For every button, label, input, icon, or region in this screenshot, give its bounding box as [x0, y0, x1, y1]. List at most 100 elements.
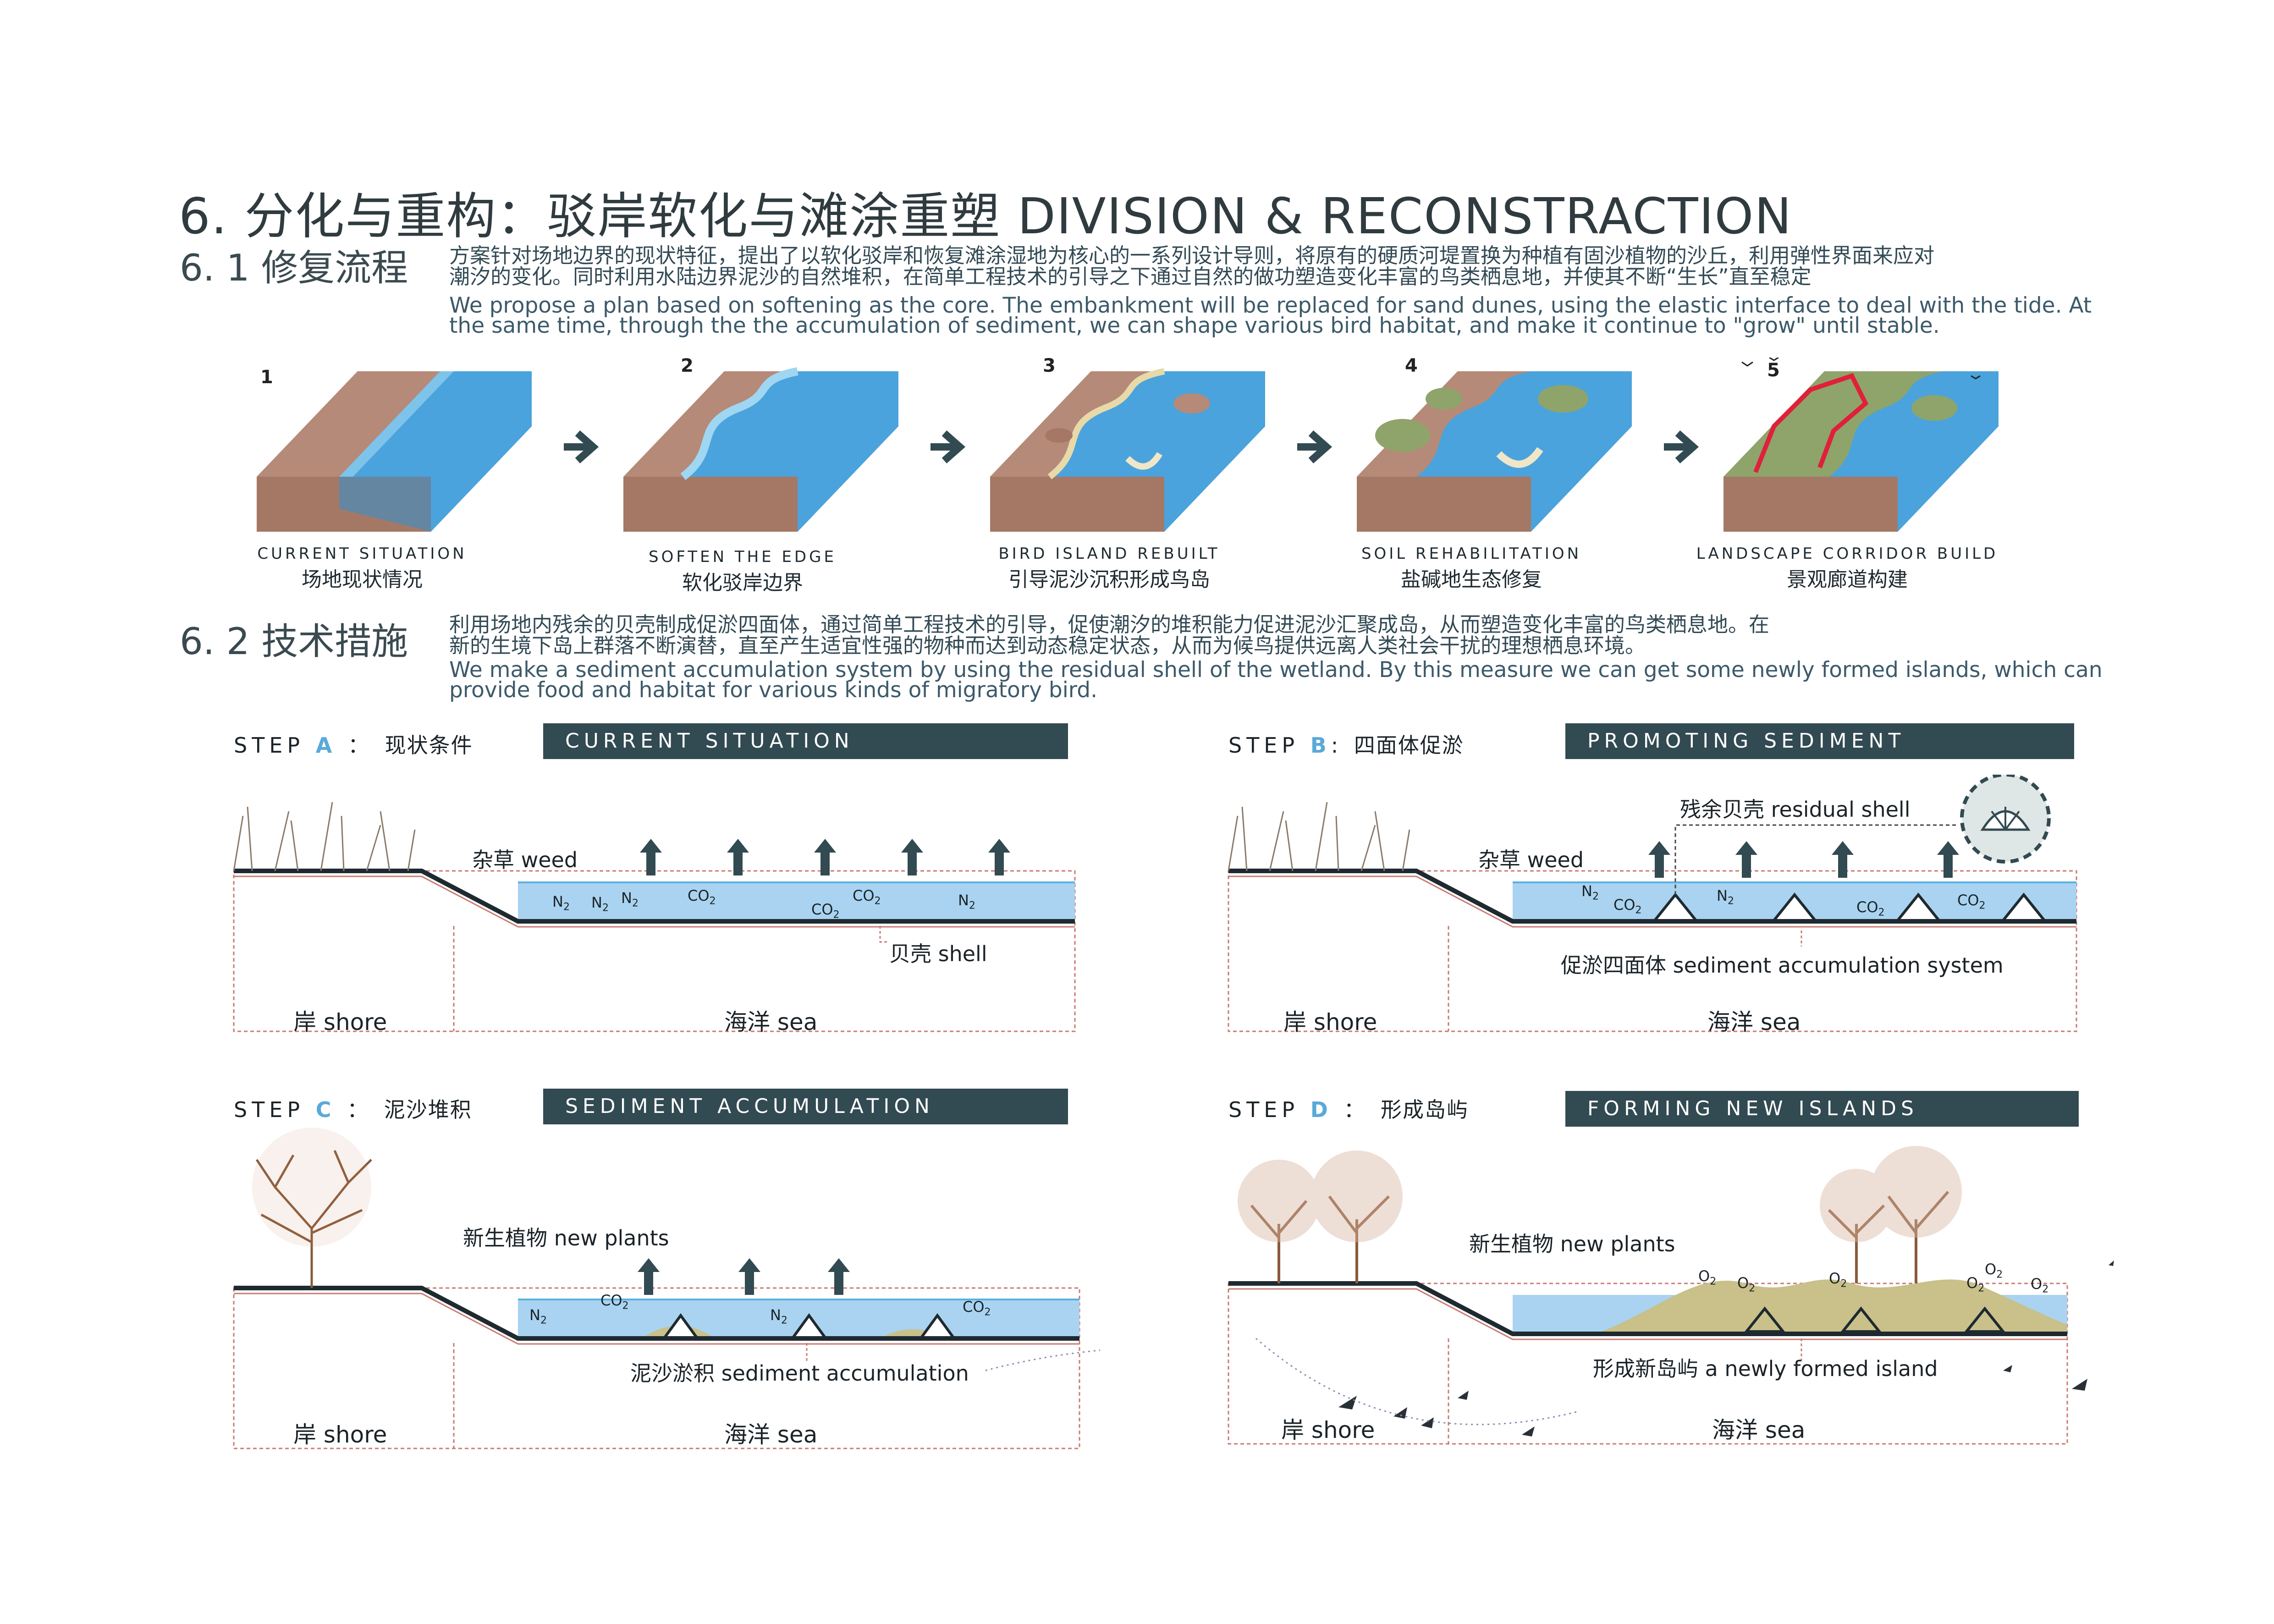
process-step-2-number: 2 — [681, 355, 694, 376]
process-caption-2: SOFTEN THE EDGE 软化驳岸边界 — [610, 548, 875, 595]
panel-c-n2-2: N2 — [770, 1306, 787, 1327]
section-2-en-line-2: provide food and habitat for various kin… — [449, 677, 1098, 703]
section-1-en-line-2: the same time, through the the accumulat… — [449, 313, 1940, 338]
panel-a-step-label: STEP A ： 现状条件 — [234, 729, 473, 759]
panel-a-co2-2: CO2 — [811, 901, 840, 921]
panel-d-o2-5: O2 — [1985, 1261, 2003, 1281]
panel-a-co2-3: CO2 — [853, 887, 881, 907]
panel-b-step-label: STEP B: 四面体促淤 — [1228, 729, 1464, 759]
panel-d-step-letter: D — [1310, 1097, 1332, 1122]
panel-b-diagram — [1228, 775, 2077, 1032]
panel-a-banner: CURRENT SITUATION — [543, 723, 1068, 759]
panel-b-banner: PROMOTING SEDIMENT — [1565, 723, 2074, 759]
panel-a-step-word: STEP — [234, 733, 305, 758]
process-step-3-number: 3 — [1043, 355, 1056, 376]
process-caption-3: BIRD ISLAND REBUILT 引导泥沙沉积形成鸟岛 — [967, 545, 1251, 592]
section-2-paragraph-en: We make a sediment accumulation system b… — [449, 657, 2118, 703]
panel-c-step-letter: C — [315, 1097, 336, 1122]
process-caption-5: LANDSCAPE CORRIDOR BUILD 景观廊道构建 — [1673, 545, 2021, 592]
panel-a-diagram — [233, 802, 1076, 1032]
panel-b-n2-1: N2 — [1581, 882, 1599, 903]
process-block-4 — [1357, 371, 1632, 532]
process-caption-4: SOIL REHABILITATION 盐碱地生态修复 — [1329, 545, 1613, 592]
panel-c-diagram — [233, 1128, 1100, 1449]
panel-b-cn: 四面体促淤 — [1354, 733, 1464, 758]
section-1-title: 6. 1 修复流程 — [180, 247, 408, 289]
panel-a-n2-1: N2 — [552, 893, 570, 913]
panel-c-colon: ： — [347, 1097, 373, 1122]
panel-a-shell-label: 贝壳 shell — [889, 941, 987, 966]
panel-d-step-word: STEP — [1228, 1097, 1299, 1122]
process-caption-4-en: SOIL REHABILITATION — [1361, 545, 1582, 563]
panel-d-o2-2: O2 — [1737, 1274, 1756, 1294]
section-1-en-line-1: We propose a plan based on softening as … — [449, 293, 2092, 318]
panel-a-co2-1: CO2 — [688, 887, 716, 907]
panel-b-colon: : — [1331, 733, 1343, 758]
section-1-paragraph-cn: 方案针对场地边界的现状特征，提出了以软化驳岸和恢复滩涂湿地为核心的一系列设计导则… — [449, 245, 2118, 287]
section-1-cn-line-2: 潮汐的变化。同时利用水陆边界泥沙的自然堆积，在简单工程技术的引导之下通过自然的做… — [449, 264, 1811, 289]
panel-d-o2-3: O2 — [1829, 1270, 1847, 1290]
panel-a-n2-2: N2 — [591, 894, 609, 914]
section-1-cn-line-1: 方案针对场地边界的现状特征，提出了以软化驳岸和恢复滩涂湿地为核心的一系列设计导则… — [449, 243, 1935, 268]
panel-b-step-word: STEP — [1228, 733, 1299, 758]
panel-d-o2-4: O2 — [1966, 1274, 1985, 1294]
process-caption-3-en: BIRD ISLAND REBUILT — [998, 545, 1220, 563]
panel-d-sea-label: 海洋 sea — [1712, 1417, 1806, 1443]
process-caption-3-cn: 引导泥沙沉积形成鸟岛 — [1008, 568, 1210, 591]
page-title: 6. 分化与重构：驳岸软化与滩涂重塑 DIVISION & RECONSTRAC… — [179, 188, 1793, 245]
process-diagram — [257, 358, 1999, 532]
panel-b-residual-shell-label: 残余贝壳 residual shell — [1680, 797, 1911, 822]
panel-c-tree — [255, 1150, 372, 1288]
process-block-5 — [1723, 358, 1999, 532]
panel-c-shore-label: 岸 shore — [293, 1421, 387, 1448]
panel-c-sediment-label: 泥沙淤积 sediment accumulation — [630, 1361, 969, 1386]
panel-a-n2-4: N2 — [958, 892, 975, 912]
section-2-cn-line-1: 利用场地内残余的贝壳制成促淤四面体，通过简单工程技术的引导，促使潮汐的堆积能力促… — [449, 612, 1770, 637]
panel-c-new-plants-label: 新生植物 new plants — [463, 1226, 669, 1250]
panel-c-step-word: STEP — [234, 1097, 305, 1122]
panel-b-shore-label: 岸 shore — [1283, 1009, 1377, 1035]
panel-b-system-label: 促淤四面体 sediment accumulation system — [1561, 953, 2004, 978]
panel-a-colon: ： — [347, 733, 374, 758]
process-block-2 — [623, 367, 898, 532]
panel-d-diagram — [1228, 1146, 2114, 1445]
section-2-title: 6. 2 技术措施 — [180, 620, 408, 663]
section-2-cn-line-2: 新的生境下岛上群落不断演替，直至产生适宜性强的物种而达到动态稳定状态，从而为候鸟… — [449, 633, 1646, 658]
section-2-paragraph-cn: 利用场地内残余的贝壳制成促淤四面体，通过简单工程技术的引导，促使潮汐的堆积能力促… — [449, 614, 2118, 656]
panel-c-sea-label: 海洋 sea — [724, 1421, 818, 1448]
panel-c-n2-1: N2 — [529, 1306, 547, 1327]
process-caption-2-cn: 软化驳岸边界 — [682, 571, 803, 595]
panel-c-co2-1: CO2 — [600, 1292, 629, 1312]
panel-b-co2-3: CO2 — [1957, 892, 1986, 912]
process-caption-2-en: SOFTEN THE EDGE — [649, 548, 837, 566]
panel-d-banner: FORMING NEW ISLANDS — [1565, 1091, 2079, 1127]
panel-a-step-letter: A — [315, 733, 337, 758]
panel-a-n2-3: N2 — [621, 889, 639, 909]
panel-c-co2-2: CO2 — [963, 1298, 991, 1318]
panel-d-o2-1: O2 — [1698, 1267, 1717, 1288]
panel-c-banner: SEDIMENT ACCUMULATION — [543, 1089, 1068, 1124]
panel-b-sea-label: 海洋 sea — [1707, 1009, 1801, 1035]
process-step-4-number: 4 — [1405, 355, 1418, 376]
panel-b-weed-label: 杂草 weed — [1478, 848, 1584, 872]
panel-d-cn: 形成岛屿 — [1381, 1097, 1469, 1122]
process-caption-4-cn: 盐碱地生态修复 — [1401, 568, 1542, 591]
panel-d-shore-label: 岸 shore — [1281, 1417, 1375, 1443]
process-step-5-number: 5 — [1767, 360, 1780, 381]
panel-a-shore-label: 岸 shore — [293, 1009, 387, 1035]
process-caption-5-en: LANDSCAPE CORRIDOR BUILD — [1696, 545, 1999, 563]
panel-a-weed-label: 杂草 weed — [472, 848, 578, 872]
process-caption-1-en: CURRENT SITUATION — [257, 545, 467, 563]
panel-b-co2-2: CO2 — [1856, 898, 1885, 919]
panel-a-cn: 现状条件 — [385, 733, 473, 758]
section-2-en-line-1: We make a sediment accumulation system b… — [449, 657, 2103, 683]
panel-d-trees — [1250, 1191, 1949, 1283]
process-block-1 — [257, 371, 532, 532]
process-block-3 — [990, 368, 1265, 532]
panel-d-o2-6: O2 — [2031, 1275, 2049, 1295]
section-1-paragraph-en: We propose a plan based on softening as … — [449, 293, 2118, 338]
panel-b-co2-1: CO2 — [1613, 896, 1642, 916]
panel-d-new-plants-label: 新生植物 new plants — [1469, 1232, 1675, 1256]
panel-d-step-label: STEP D ： 形成岛屿 — [1228, 1093, 1469, 1123]
panel-d-island-label: 形成新岛屿 a newly formed island — [1593, 1356, 1938, 1381]
